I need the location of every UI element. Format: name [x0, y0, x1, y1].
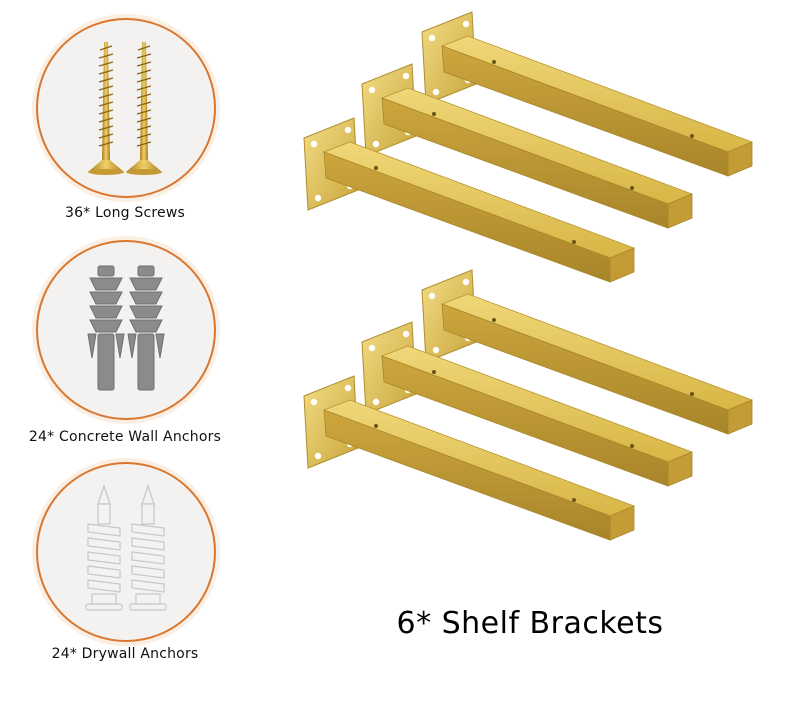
accessory-circle-drywall-anchors	[36, 462, 216, 642]
drywall-anchor-icon	[85, 484, 167, 611]
accessory-circle-concrete-anchors	[36, 240, 216, 420]
bracket-set-bottom	[303, 269, 753, 541]
shelf-brackets-image	[303, 11, 753, 541]
accessory-circle-screws	[36, 18, 216, 198]
accessory-label-screws: 36* Long Screws	[65, 205, 185, 221]
screw-icon	[88, 42, 162, 175]
product-title: 6* Shelf Brackets	[396, 606, 664, 641]
bracket-set-top	[303, 11, 753, 283]
accessory-label-concrete-anchors: 24* Concrete Wall Anchors	[28, 429, 222, 445]
accessory-list: 36* Long Screws	[0, 0, 250, 717]
concrete-anchor-icon	[87, 265, 165, 391]
accessory-label-drywall-anchors: 24* Drywall Anchors	[51, 646, 199, 662]
